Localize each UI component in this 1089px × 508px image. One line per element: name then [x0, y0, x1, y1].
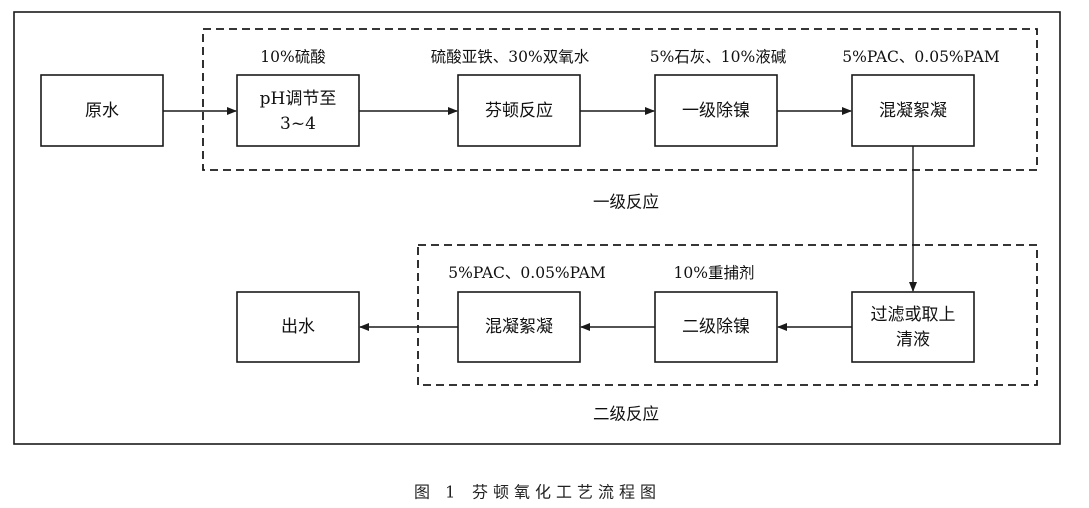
node-coagulation-2: 混凝絮凝	[457, 291, 581, 363]
stage-2-label: 二级反应	[593, 405, 659, 424]
node-label: 混凝絮凝	[879, 101, 947, 121]
reagent-label-fenton: 硫酸亚铁、30%双氧水	[431, 48, 590, 66]
reagent-label-ph: 10%硫酸	[260, 48, 326, 66]
node-box	[851, 291, 975, 363]
stage-1-group-box	[202, 28, 1038, 171]
node-box	[654, 291, 778, 363]
reagent-label-coag-1: 5%PAC、0.05%PAM	[842, 48, 1000, 66]
stage-2-group-box	[417, 244, 1038, 386]
reagent-label-nickel-2: 10%重捕剂	[674, 264, 755, 282]
node-label: 混凝絮凝	[485, 317, 553, 337]
node-nickel-removal-2: 二级除镍	[654, 291, 778, 363]
node-label: 一级除镍	[682, 101, 750, 121]
node-filter: 过滤或取上 清液	[851, 291, 975, 363]
node-label-line-2: 清液	[896, 330, 930, 350]
node-ph-adjust: pH调节至 3~4	[236, 74, 360, 147]
node-label-line-1: 过滤或取上	[871, 305, 956, 325]
node-label-line-2: 3~4	[280, 114, 316, 134]
node-box	[851, 74, 975, 147]
reagent-label-nickel-1: 5%石灰、10%液碱	[650, 48, 787, 66]
node-label: 出水	[281, 317, 315, 337]
node-box	[654, 74, 778, 147]
node-fenton-reaction: 芬顿反应	[457, 74, 581, 147]
node-box	[457, 291, 581, 363]
node-box	[236, 291, 360, 363]
node-label: 芬顿反应	[485, 101, 553, 121]
caption-number: 图 1	[414, 483, 460, 502]
node-label: 原水	[85, 101, 119, 121]
node-nickel-removal-1: 一级除镍	[654, 74, 778, 147]
node-coagulation-1: 混凝絮凝	[851, 74, 975, 147]
node-effluent: 出水	[236, 291, 360, 363]
node-box	[236, 74, 360, 147]
node-label: 二级除镍	[682, 317, 750, 337]
caption-title: 芬顿氧化工艺流程图	[472, 483, 661, 502]
figure-frame	[13, 11, 1061, 445]
node-box	[457, 74, 581, 147]
node-label-line-1: pH调节至	[260, 89, 337, 109]
node-raw-water: 原水	[40, 74, 164, 147]
node-box	[40, 74, 164, 147]
stage-1-label: 一级反应	[593, 193, 659, 212]
reagent-label-coag-2: 5%PAC、0.05%PAM	[448, 264, 606, 282]
